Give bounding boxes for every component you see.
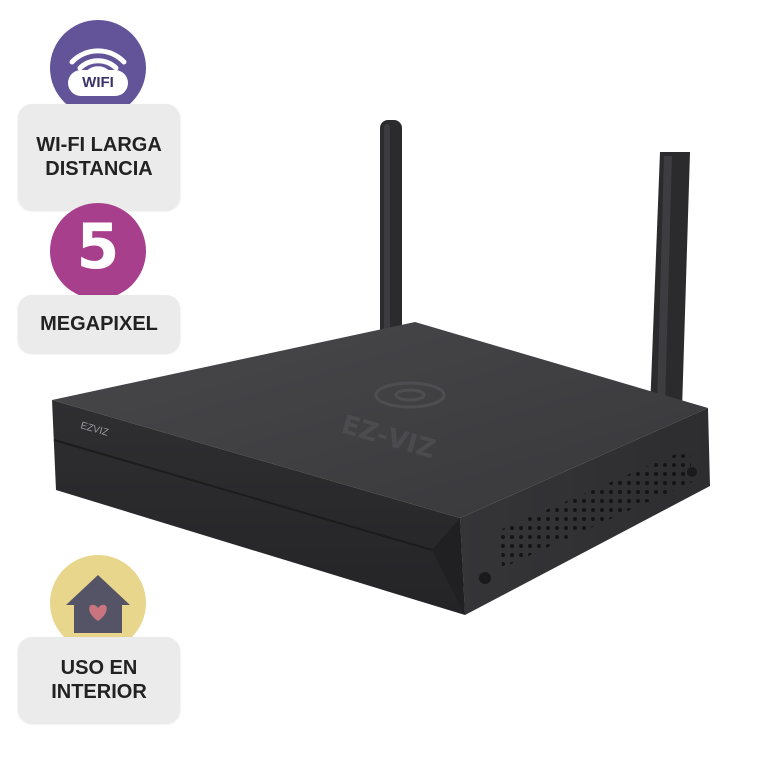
indoor-label: USO EN INTERIOR [18, 637, 180, 723]
megapixel-label: MEGAPIXEL [18, 295, 180, 353]
wifi-label-line1: WI-FI LARGA [36, 134, 162, 156]
indoor-use-badge: USO EN INTERIOR [18, 555, 180, 725]
megapixel-circle: 5 [50, 203, 146, 299]
wifi-label-line2: DISTANCIA [45, 158, 153, 180]
wifi-circle: WIFI [50, 20, 146, 116]
megapixel-badge: 5 MEGAPIXEL [18, 203, 180, 355]
left-antenna [380, 120, 402, 360]
wifi-label: WI-FI LARGA DISTANCIA [18, 104, 180, 210]
device-front [52, 400, 465, 615]
wifi-tag: WIFI [68, 70, 128, 96]
megapixel-number: 5 [76, 210, 120, 283]
side-vents [500, 448, 692, 568]
right-antenna [650, 152, 690, 410]
wifi-signal-icon [69, 48, 127, 76]
indoor-circle [50, 555, 146, 651]
house-heart-icon [66, 575, 130, 633]
device-top [52, 322, 708, 518]
wifi-long-range-badge: WIFI WI-FI LARGA DISTANCIA [18, 20, 180, 210]
indoor-label-line2: INTERIOR [51, 681, 147, 703]
indoor-label-line1: USO EN [60, 657, 138, 679]
nvr-device: EZ‑VIZ EZVIZ [52, 120, 710, 615]
